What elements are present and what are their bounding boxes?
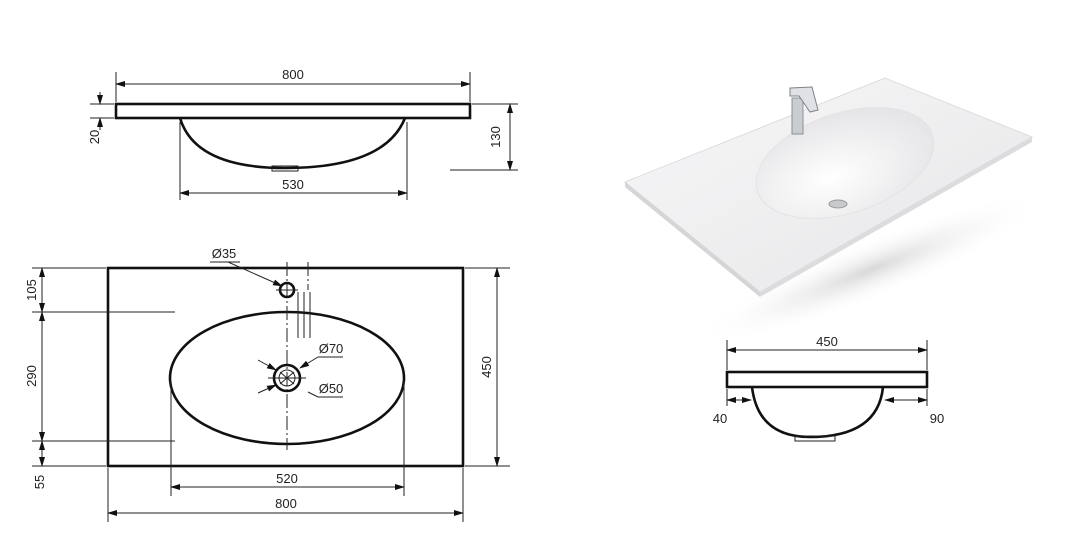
side-back-offset-dimension: 90 [930, 411, 944, 426]
sink-product-render [624, 77, 1047, 347]
thickness-dimension: 20 [87, 130, 102, 144]
basin-profile [178, 117, 407, 170]
overall-width-dimension: 800 [275, 496, 297, 511]
countertop-outline [106, 266, 465, 468]
drain-outlet [271, 165, 299, 172]
depth-dimension: 450 [479, 356, 494, 378]
drain-plug [828, 199, 848, 209]
back-offset-dimension: 105 [24, 279, 39, 301]
width-dimension: 800 [282, 67, 304, 82]
basin-bowl [755, 107, 935, 219]
front-elevation-view: 800 20 130 530 [87, 67, 518, 200]
drain-inner-diameter: Ø50 [319, 381, 344, 396]
front-offset-dimension: 55 [32, 475, 47, 489]
faucet-icon [789, 86, 819, 135]
height-dimension: 130 [488, 126, 503, 148]
side-slab [725, 370, 929, 389]
basin-width-dimension: 530 [282, 177, 304, 192]
countertop-slab [114, 102, 472, 120]
tap-hole-diameter: Ø35 [212, 246, 237, 261]
basin-depth-dimension: 290 [24, 365, 39, 387]
side-front-offset-dimension: 40 [713, 411, 727, 426]
side-section-view: 450 40 90 [713, 334, 944, 442]
basin-length-dimension: 520 [276, 471, 298, 486]
drain-outer-diameter: Ø70 [319, 341, 344, 356]
plan-view: Ø35 Ø70 Ø50 105 290 55 450 520 800 [24, 246, 510, 522]
side-basin-profile [750, 386, 885, 439]
side-depth-dimension: 450 [816, 334, 838, 349]
